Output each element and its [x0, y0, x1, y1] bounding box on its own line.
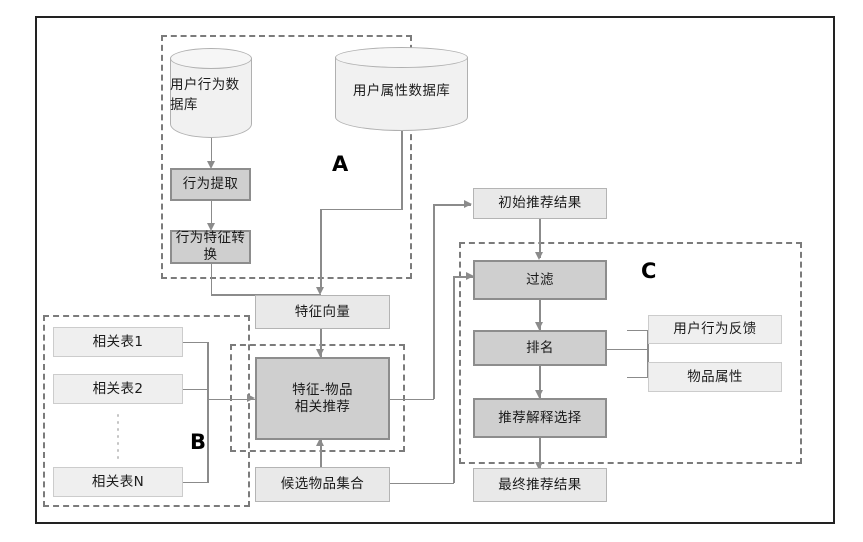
cylinder-body [170, 58, 252, 138]
connector-rec-to-initial [433, 204, 471, 206]
node-related-table-1[interactable]: 相关表1 [53, 327, 183, 357]
connector-tables-bus [207, 341, 209, 483]
connector-filter-to-ranking [539, 300, 541, 330]
connector-attrdb-left [320, 208, 402, 210]
node-related-table-n[interactable]: 相关表N [53, 467, 183, 497]
connector-feedback-bus [647, 329, 649, 378]
arrowhead-filter-left [466, 271, 474, 280]
connector-ranking-to-explain [539, 366, 541, 400]
node-related-table-2[interactable]: 相关表2 [53, 374, 183, 404]
node-behavior-extract[interactable]: 行为提取 [170, 168, 251, 201]
cylinder-top [170, 48, 252, 69]
node-final-rec-result[interactable]: 最终推荐结果 [473, 468, 607, 502]
connector-tablen-out [183, 481, 208, 483]
connector-rec-right [390, 398, 434, 400]
arrowhead-rec-left [247, 394, 255, 402]
node-initial-rec-result[interactable]: 初始推荐结果 [473, 188, 607, 219]
arrowhead-ranking-top [535, 322, 543, 330]
connector-attrdb-down [401, 130, 403, 210]
node-label: 用户属性数据库 [352, 83, 451, 99]
node-candidate-item-set[interactable]: 候选物品集合 [255, 467, 390, 502]
arrowhead-explain-top [535, 390, 543, 398]
connector-candidate-to-filter [453, 276, 473, 278]
ellipsis-vertical-dots [116, 414, 120, 459]
group-letter-c: C [641, 259, 657, 283]
connector-transform-to-featurevector [210, 263, 212, 295]
cylinder-top [335, 47, 468, 68]
connector-candidate-up [453, 276, 455, 483]
node-user-behavior-db[interactable]: 用户行为数据库 [170, 48, 252, 138]
node-rec-explain-select[interactable]: 推荐解释选择 [473, 398, 607, 438]
connector-feedback-out [627, 329, 648, 331]
connector-table2-out [183, 388, 208, 390]
arrowhead-featurevector [316, 287, 324, 295]
arrowhead-rec-top [316, 349, 324, 357]
group-box-core [230, 344, 405, 452]
arrowhead-extract [206, 161, 215, 169]
arrowhead-filter-top [535, 252, 543, 260]
connector-featurevector-to-rec [320, 329, 322, 357]
group-box-b [43, 315, 250, 507]
connector-initial-to-filter [539, 218, 541, 258]
node-user-behavior-feedback[interactable]: 用户行为反馈 [648, 315, 782, 344]
cylinder-body [335, 57, 468, 131]
connector-transform-bridge [210, 294, 321, 296]
group-box-a [161, 35, 412, 279]
connector-candidate-right [390, 482, 454, 484]
connector-rec-up [433, 204, 435, 399]
connector-table1-out [183, 341, 208, 343]
arrowhead-final-result [535, 462, 543, 470]
node-user-attr-db[interactable]: 用户属性数据库 [335, 47, 468, 131]
diagram-outer-frame: A B C [35, 16, 835, 524]
node-item-attribute[interactable]: 物品属性 [648, 362, 782, 392]
connector-attrdb-to-featurevector [320, 208, 322, 291]
arrowhead-rec-bottom [316, 438, 324, 446]
connector-explain-to-final [539, 438, 541, 472]
node-ranking[interactable]: 排名 [473, 330, 607, 366]
group-box-c [459, 242, 802, 464]
arrowhead-transform [206, 223, 215, 231]
connector-extract-to-transform [210, 200, 212, 226]
group-letter-a: A [332, 152, 349, 176]
node-behavior-feature-transform[interactable]: 行为特征转换 [170, 230, 251, 264]
node-feature-vector[interactable]: 特征向量 [255, 295, 390, 329]
connector-behaviordb-to-extract [210, 137, 212, 164]
connector-candidate-to-rec [320, 440, 322, 467]
arrowhead-initial-result [464, 199, 472, 208]
connector-bus-to-rec [207, 398, 255, 400]
node-label: 用户行为数据库 [170, 77, 240, 113]
connector-bus-to-ranking [592, 348, 648, 350]
connector-itemattr-out [627, 376, 648, 378]
node-filter[interactable]: 过滤 [473, 260, 607, 300]
group-letter-b: B [190, 430, 207, 454]
node-feature-item-recommend[interactable]: 特征-物品 相关推荐 [255, 357, 390, 440]
